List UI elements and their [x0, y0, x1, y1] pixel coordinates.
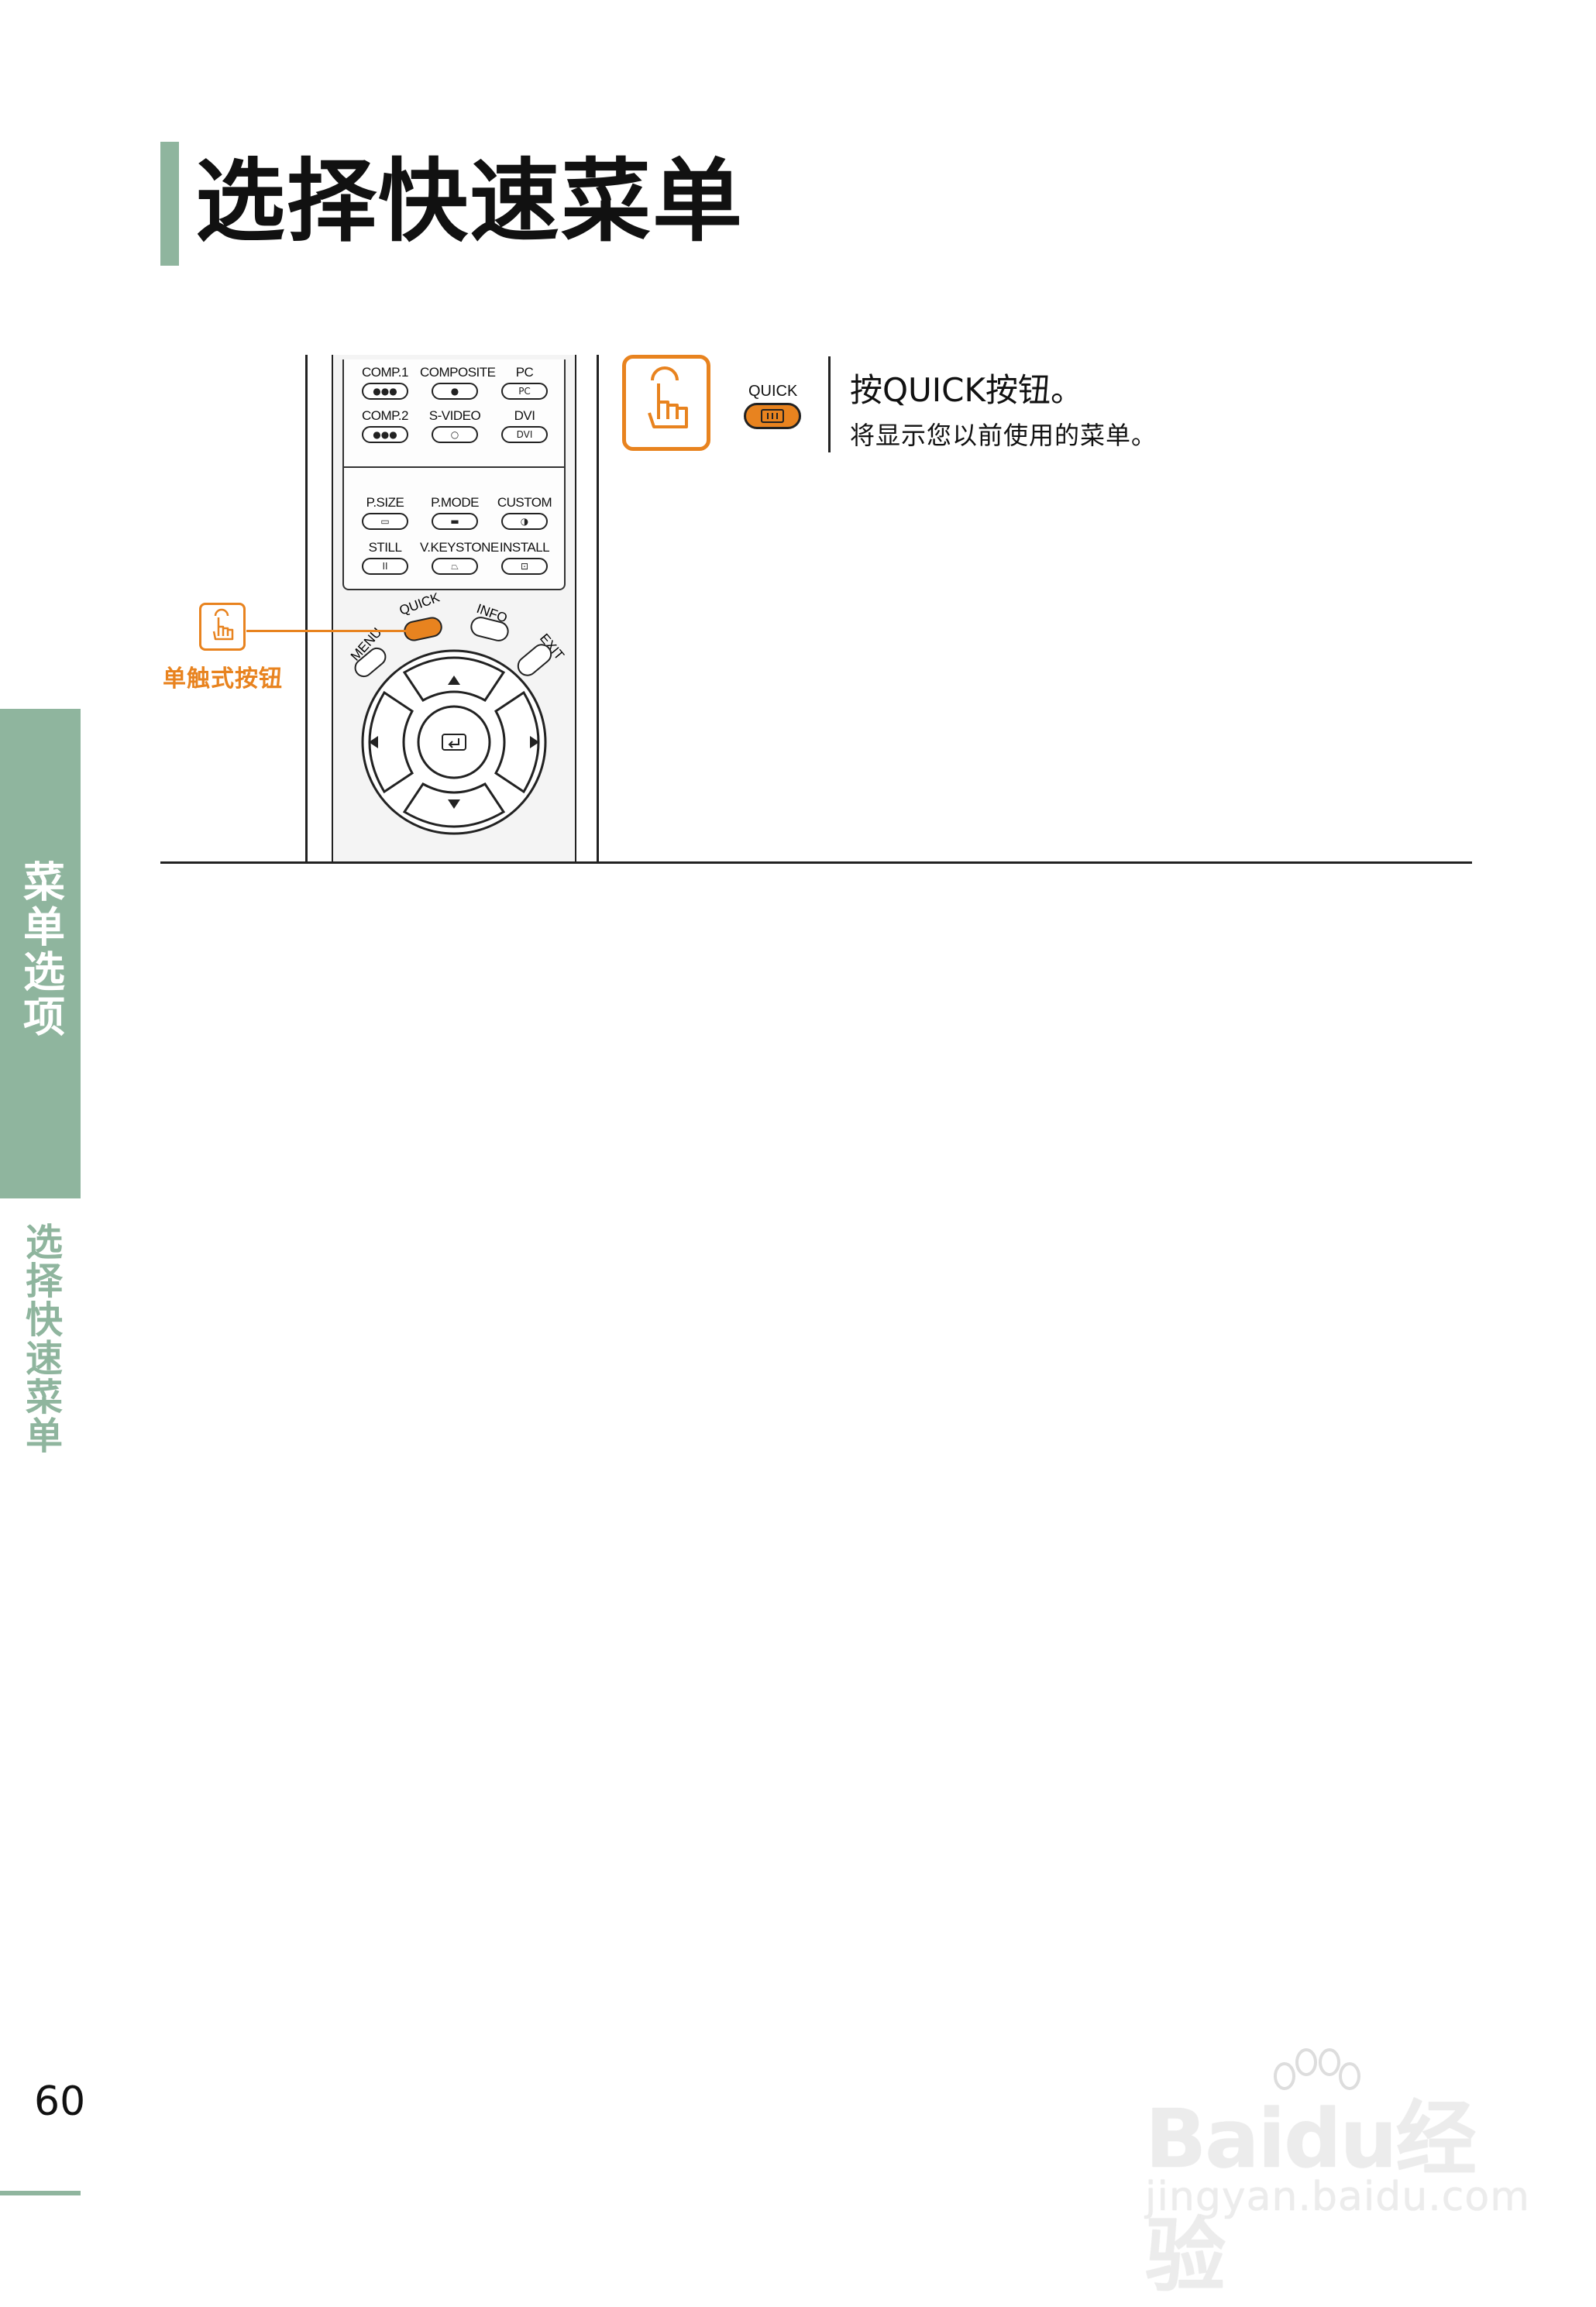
custom-button[interactable]: CUSTOM ◑: [490, 494, 559, 530]
p-size-icon: ▭: [362, 513, 408, 530]
s-video-button[interactable]: S-VIDEO ○: [420, 407, 490, 443]
hand-glyph-icon: [212, 608, 234, 641]
page-title: 选择快速菜单: [195, 150, 744, 254]
pc-button[interactable]: PC PC: [490, 364, 559, 400]
one-touch-button-label: 单触式按钮: [163, 665, 283, 693]
paw-icon: [1274, 2048, 1360, 2090]
left-arrow-button[interactable]: [368, 690, 414, 794]
info-button[interactable]: [470, 616, 510, 643]
comp1-icon: ●●●: [362, 383, 408, 400]
side-subtitle: 选择快速菜单: [19, 1222, 62, 1455]
p-size-label: P.SIZE: [366, 495, 404, 510]
frame-left-line: [305, 355, 308, 861]
hand-glyph-large-icon: [648, 366, 688, 428]
quick-icon: [761, 409, 784, 423]
p-size-button[interactable]: P.SIZE ▭: [350, 494, 420, 530]
composite-icon: ●: [432, 383, 478, 400]
p-mode-icon: ▬: [432, 513, 478, 530]
dvi-icon: DVI: [501, 426, 548, 443]
page-number: 60: [34, 2078, 86, 2125]
hand-press-large-icon: [622, 355, 710, 451]
comp1-label: COMP.1: [362, 365, 409, 380]
up-arrow-icon: [448, 676, 460, 685]
pc-icon: PC: [501, 383, 548, 400]
left-arrow-icon: [369, 736, 378, 748]
dvi-label: DVI: [514, 408, 535, 423]
s-video-label: S-VIDEO: [428, 408, 481, 423]
v-keystone-button[interactable]: V.KEYSTONE ⏢: [420, 539, 499, 575]
instruction-separator: [828, 356, 831, 452]
page-number-rule: [0, 2191, 81, 2195]
pc-label: PC: [515, 365, 534, 380]
still-label: STILL: [368, 540, 402, 555]
composite-label: COMPOSITE: [420, 365, 496, 380]
instruction-title: 按QUICK按钮。: [850, 371, 1084, 409]
comp2-icon: ●●●: [362, 426, 408, 443]
comp2-label: COMP.2: [362, 408, 409, 423]
return-arrow-icon: [448, 738, 459, 748]
quick-label: QUICK: [397, 590, 442, 617]
enter-icon: [442, 734, 466, 751]
watermark-url: jingyan.baidu.com: [1145, 2174, 1530, 2220]
composite-button[interactable]: COMPOSITE ●: [420, 364, 496, 400]
p-mode-label: P.MODE: [431, 495, 479, 510]
custom-label: CUSTOM: [497, 495, 552, 510]
install-button[interactable]: INSTALL ⊡: [490, 539, 559, 575]
watermark: Baidu经验 jingyan.baidu.com: [1145, 2045, 1532, 2303]
hand-press-icon: [199, 603, 246, 651]
v-keystone-label: V.KEYSTONE: [420, 540, 499, 555]
panel-divider: [342, 466, 566, 468]
remote-button-panel: COMP.1 ●●● COMPOSITE ● PC PC COMP.2 ●●● …: [342, 359, 566, 590]
navigation-pad: MENU QUICK INFO EXIT: [348, 590, 567, 835]
install-label: INSTALL: [499, 540, 550, 555]
down-arrow-icon: [448, 799, 460, 809]
side-tab: [0, 709, 81, 1198]
quick-button-label: QUICK: [748, 383, 798, 400]
still-icon: II: [362, 558, 408, 575]
instruction-subtitle: 将显示您以前使用的菜单。: [850, 421, 1157, 450]
callout-leader-line: [246, 630, 412, 632]
p-mode-button[interactable]: P.MODE ▬: [420, 494, 490, 530]
quick-button-graphic: [744, 403, 801, 429]
comp1-button[interactable]: COMP.1 ●●●: [350, 364, 420, 400]
v-keystone-icon: ⏢: [432, 558, 478, 575]
right-arrow-icon: [530, 736, 539, 748]
dvi-button[interactable]: DVI DVI: [490, 407, 559, 443]
frame-right-line: [597, 355, 599, 861]
frame-bottom-line: [160, 861, 1472, 864]
remote-control: COMP.1 ●●● COMPOSITE ● PC PC COMP.2 ●●● …: [332, 355, 576, 861]
menu-button[interactable]: [352, 645, 389, 679]
side-tab-label: 菜单选项: [15, 860, 65, 1040]
quick-button[interactable]: [403, 616, 443, 641]
custom-icon: ◑: [501, 513, 548, 530]
still-button[interactable]: STILL II: [350, 539, 420, 575]
install-icon: ⊡: [501, 558, 548, 575]
right-arrow-button[interactable]: [494, 690, 540, 794]
s-video-icon: ○: [432, 426, 478, 443]
comp2-button[interactable]: COMP.2 ●●●: [350, 407, 420, 443]
title-accent-bar: [160, 142, 179, 266]
exit-button[interactable]: [514, 641, 555, 679]
